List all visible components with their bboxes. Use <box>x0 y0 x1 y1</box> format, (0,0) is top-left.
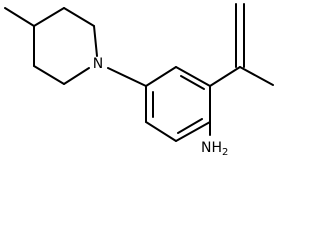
nitrogen-label: N <box>93 56 103 72</box>
amino-label-main: NH <box>201 140 222 156</box>
bond-methyl-c4 <box>4 7 35 27</box>
molecule-structure: N NH2 <box>4 3 274 156</box>
amino-label: NH2 <box>201 140 228 156</box>
double-bond-inner-top <box>180 75 205 90</box>
bond-carbonyl-methyl <box>239 66 274 86</box>
bond-c4-c3 <box>33 7 65 27</box>
bond-c6-c5 <box>33 65 65 85</box>
bond-c3-c2 <box>63 7 95 27</box>
bond-ar5-ar6 <box>145 121 177 142</box>
double-bond-inner-bottom <box>177 118 203 134</box>
benzene-ring <box>145 66 211 142</box>
bond-n-c6 <box>63 67 90 85</box>
bond-ar1-ar2 <box>145 66 177 87</box>
bond-ar2-ar3 <box>175 66 211 87</box>
bond-c2-n <box>93 25 98 57</box>
acetyl-group <box>209 3 274 87</box>
piperidine-ring <box>4 7 98 85</box>
bond-n-aryl <box>107 67 147 87</box>
bond-aryl-carbonyl <box>209 66 241 87</box>
bond-ar4-ar5 <box>175 121 211 142</box>
amino-label-subscript: 2 <box>222 147 228 156</box>
